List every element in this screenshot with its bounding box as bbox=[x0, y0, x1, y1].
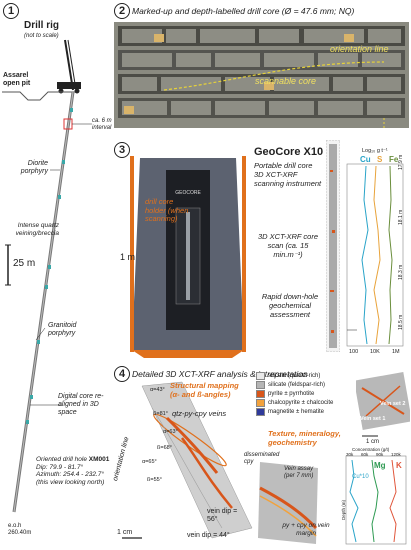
conc-axis-label: Concentration (g/t) bbox=[352, 447, 390, 452]
drill-hole-diagram bbox=[2, 39, 92, 513]
granitoid-label: Granitoid porphyry bbox=[48, 322, 77, 337]
legend-label: silicate (quartz-rich) bbox=[268, 373, 321, 379]
log-x-tick: 10K bbox=[370, 349, 380, 355]
rapid-label: Rapid down-hole geochemical assessment bbox=[261, 292, 319, 319]
series-k-label: K bbox=[396, 461, 402, 470]
series-cu-label: Cu bbox=[360, 155, 371, 164]
digital-core-label: Digital core re-aligned in 3D space bbox=[58, 393, 104, 416]
holder-label: drill core holder (when scanning) bbox=[145, 197, 189, 223]
core-tray-photo bbox=[114, 22, 409, 128]
interval-note: ca. 6 m interval bbox=[92, 118, 112, 131]
legend-item: silicate (quartz-rich) bbox=[256, 372, 354, 380]
conc-tick: 90k bbox=[376, 452, 384, 457]
hole-label: Oriented drill hole bbox=[36, 456, 87, 463]
depth-tick: 18.5 m bbox=[398, 314, 404, 330]
drill-rig-icon bbox=[57, 39, 81, 94]
legend-item: magnetite ± hematite bbox=[256, 408, 354, 416]
scale-1cm-b: 1 cm bbox=[366, 439, 380, 445]
depth-axis-label: Depth (m) bbox=[341, 499, 346, 520]
series-s-label: S bbox=[377, 155, 383, 164]
diorite-label: Diorite porphyry bbox=[20, 160, 48, 175]
hole-info: Oriented drill hole XM001 Dip: 79.9 - 81… bbox=[36, 456, 116, 486]
disseminated-label: disseminated cpy bbox=[244, 452, 280, 465]
angle-label: ß=68° bbox=[157, 445, 172, 451]
series-cu10-label: Cu*10 bbox=[352, 474, 369, 480]
legend-label: pyrite ± pyrrhotite bbox=[268, 391, 315, 397]
mineral-legend: silicate (quartz-rich) silicate (feldspa… bbox=[256, 372, 354, 417]
eoh-depth: 260.40m bbox=[8, 530, 32, 536]
panel-2-number: 2 bbox=[114, 3, 130, 19]
geocore-subtitle: Portable drill core 3D XCT-XRF scanning … bbox=[254, 161, 322, 188]
orientation-line-label: orientation line bbox=[330, 44, 389, 54]
log-axis-label: Log₁₀ g t⁻¹ bbox=[362, 148, 388, 154]
veins-label: qtz-py-cpy veins bbox=[172, 409, 227, 418]
svg-text:GEOCORE: GEOCORE bbox=[175, 190, 201, 196]
view-note: (this view looking north) bbox=[36, 478, 105, 486]
legend-label: silicate (feldspar-rich) bbox=[268, 382, 326, 388]
hole-dip: Dip: 79.9 - 81.7° bbox=[36, 463, 84, 471]
vein-dip-1: vein dip = 56° bbox=[207, 508, 238, 523]
hole-azimuth: Azimuth: 254.4 - 232.7° bbox=[36, 471, 104, 478]
legend-item: pyrite ± pyrrhotite bbox=[256, 390, 354, 398]
scale-bar-label: 25 m bbox=[13, 258, 36, 269]
drill-rig-note: (not to scale) bbox=[24, 33, 59, 39]
structural-label: Structural mapping (α- and ß-angles) bbox=[170, 381, 239, 399]
series-mg-label: Mg bbox=[374, 461, 386, 470]
panel-3-number: 3 bbox=[114, 142, 130, 158]
angle-label: α=65° bbox=[142, 459, 157, 465]
quartz-veining-label: Intense quartz veining/breccia bbox=[15, 222, 59, 237]
vein-dip-2: vein dip = 44° bbox=[187, 532, 230, 539]
legend-item: chalcopyrite ± chalcocite bbox=[256, 399, 354, 407]
geocore-instrument: GEOCORE bbox=[130, 156, 246, 358]
depth-tick: 17.9 m bbox=[398, 154, 404, 170]
assarel-pit-label: Assarel open pit bbox=[3, 72, 31, 87]
legend-label: chalcopyrite ± chalcocite bbox=[268, 400, 334, 406]
drill-rig-label: Drill rig bbox=[24, 20, 60, 31]
vein-set-2-label: Vein set 2 bbox=[380, 401, 406, 407]
angle-label: ß=81° bbox=[153, 411, 168, 417]
concentration-chart bbox=[345, 455, 407, 545]
panel-2-title: Marked-up and depth-labelled drill core … bbox=[132, 6, 355, 16]
conc-tick: 120k bbox=[391, 452, 401, 457]
depth-tick: 18.1 m bbox=[398, 209, 404, 225]
legend-item: silicate (feldspar-rich) bbox=[256, 381, 354, 389]
panel-4-title: Detailed 3D XCT-XRF analysis & intrepret… bbox=[132, 369, 308, 379]
open-pit-icon bbox=[2, 91, 75, 101]
scannable-core-label: scannable core bbox=[255, 76, 317, 86]
scan-label: 3D XCT-XRF core scan (ca. 15 min.m⁻¹) bbox=[257, 232, 319, 259]
angle-label: ß=55° bbox=[147, 477, 162, 483]
legend-label: magnetite ± hematite bbox=[268, 409, 324, 415]
vein-assay-render bbox=[258, 462, 318, 544]
angle-label: α=63° bbox=[163, 429, 178, 435]
core-scan-column bbox=[326, 140, 340, 352]
conc-tick: 30k bbox=[346, 452, 354, 457]
log-x-tick: 100 bbox=[349, 349, 359, 355]
series-fe-label: Fe bbox=[389, 155, 399, 164]
hole-id: XM001 bbox=[88, 456, 110, 463]
depth-tick: 18.3 m bbox=[398, 264, 404, 280]
core-3d-render bbox=[122, 381, 253, 539]
texture-label: Texture, mineralogy, geochemistry bbox=[268, 429, 341, 447]
py-cpy-label: py + cpy on vein margin bbox=[282, 522, 330, 537]
panel-1-number: 1 bbox=[3, 3, 19, 19]
panel-4-number: 4 bbox=[114, 366, 130, 382]
angle-label: α=43° bbox=[150, 387, 165, 393]
geocore-title: GeoCore X10 bbox=[254, 146, 324, 158]
vein-assay-label: Vein assay (per 7 mm) bbox=[284, 466, 314, 479]
conc-tick: 60k bbox=[361, 452, 369, 457]
log-x-tick: 1M bbox=[392, 349, 400, 355]
eoh-text: e.o.h bbox=[8, 523, 22, 529]
eoh-label: e.o.h 260.40m bbox=[8, 523, 31, 537]
vein-set-render bbox=[356, 372, 410, 437]
vein-set-1-label: Vein set 1 bbox=[360, 416, 386, 422]
instrument-scale-label: 1 m bbox=[120, 252, 136, 262]
scale-1cm-a: 1 cm bbox=[117, 529, 133, 536]
geochem-log-chart bbox=[346, 163, 404, 347]
